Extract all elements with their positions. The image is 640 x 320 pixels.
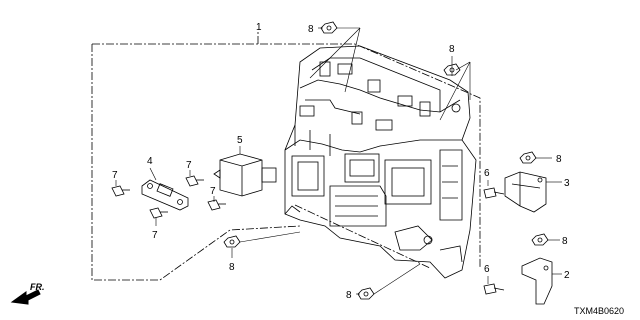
screw-7-d — [149, 207, 168, 219]
callout-4: 4 — [147, 156, 153, 167]
callout-3: 3 — [564, 178, 570, 189]
screw-7-c — [207, 199, 226, 211]
callout-8-e: 8 — [229, 262, 235, 273]
callout-8-d: 8 — [562, 236, 568, 247]
callout-5: 5 — [237, 135, 243, 146]
callout-7-b: 7 — [186, 160, 192, 171]
callout-7-c: 7 — [210, 186, 216, 197]
relay-part-5 — [213, 153, 277, 197]
bracket-part-3 — [504, 171, 547, 213]
callout-6-b: 6 — [484, 264, 490, 275]
front-indicator-label: FR. — [30, 282, 45, 292]
nut-8-a — [320, 21, 338, 34]
callout-labels: 1 8 8 5 4 7 7 7 7 8 8 3 6 8 6 2 8 FR. TX… — [30, 22, 624, 316]
callout-8-f: 8 — [346, 290, 352, 301]
callout-7-a: 7 — [112, 170, 118, 181]
bolt-6-lower — [483, 283, 505, 295]
callout-6-a: 6 — [484, 168, 490, 179]
callout-2: 2 — [564, 270, 570, 281]
nut-8-c — [519, 151, 537, 164]
fuse-relay-box — [284, 45, 477, 279]
bracket-part-2 — [521, 257, 553, 305]
front-direction-arrow — [10, 289, 41, 305]
assembly-boundary — [91, 32, 481, 281]
callout-7-d: 7 — [152, 230, 158, 241]
fuse-link-part-4 — [141, 179, 189, 211]
callout-8-c: 8 — [556, 154, 562, 165]
bolt-6-upper — [483, 187, 505, 199]
diagram-code: TXM4B0620 — [574, 306, 624, 316]
nut-8-e — [223, 235, 241, 248]
nut-8-f — [357, 287, 375, 300]
callout-1: 1 — [256, 22, 262, 33]
screw-7-a — [111, 185, 130, 197]
screw-7-b — [185, 175, 204, 187]
callout-8-a: 8 — [308, 24, 314, 35]
callout-8-b: 8 — [449, 44, 455, 55]
leader-lines — [115, 27, 562, 295]
nut-8-d — [531, 233, 549, 246]
